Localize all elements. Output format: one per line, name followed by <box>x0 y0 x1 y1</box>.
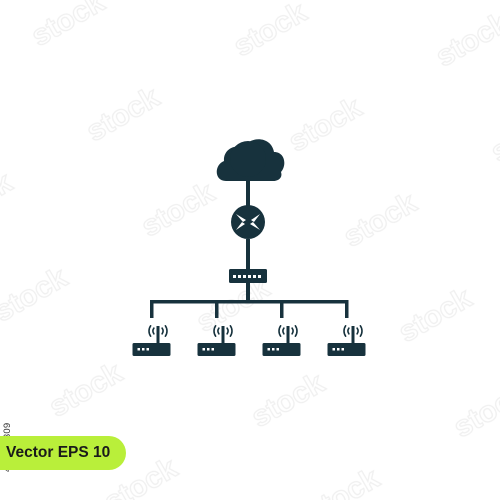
vector-format-label: Vector EPS 10 <box>6 444 111 461</box>
switch-bus-link <box>246 283 250 301</box>
wifi-router-icon <box>197 325 236 356</box>
vector-format-badge: Vector EPS 10 <box>0 436 126 470</box>
router-icon <box>231 205 265 239</box>
distribution-bus <box>150 300 348 304</box>
router-switch-link <box>246 239 250 269</box>
drop-line-2 <box>215 300 219 318</box>
network-switch-icon <box>229 269 267 283</box>
drop-line-4 <box>345 300 349 318</box>
wifi-router-icon <box>327 325 366 356</box>
drop-line-1 <box>150 300 154 318</box>
wifi-router-icon <box>132 325 171 356</box>
cloud-icon <box>216 139 285 181</box>
drop-line-3 <box>280 300 284 318</box>
wifi-router-icon <box>262 325 301 356</box>
cloud-router-link <box>246 181 250 208</box>
